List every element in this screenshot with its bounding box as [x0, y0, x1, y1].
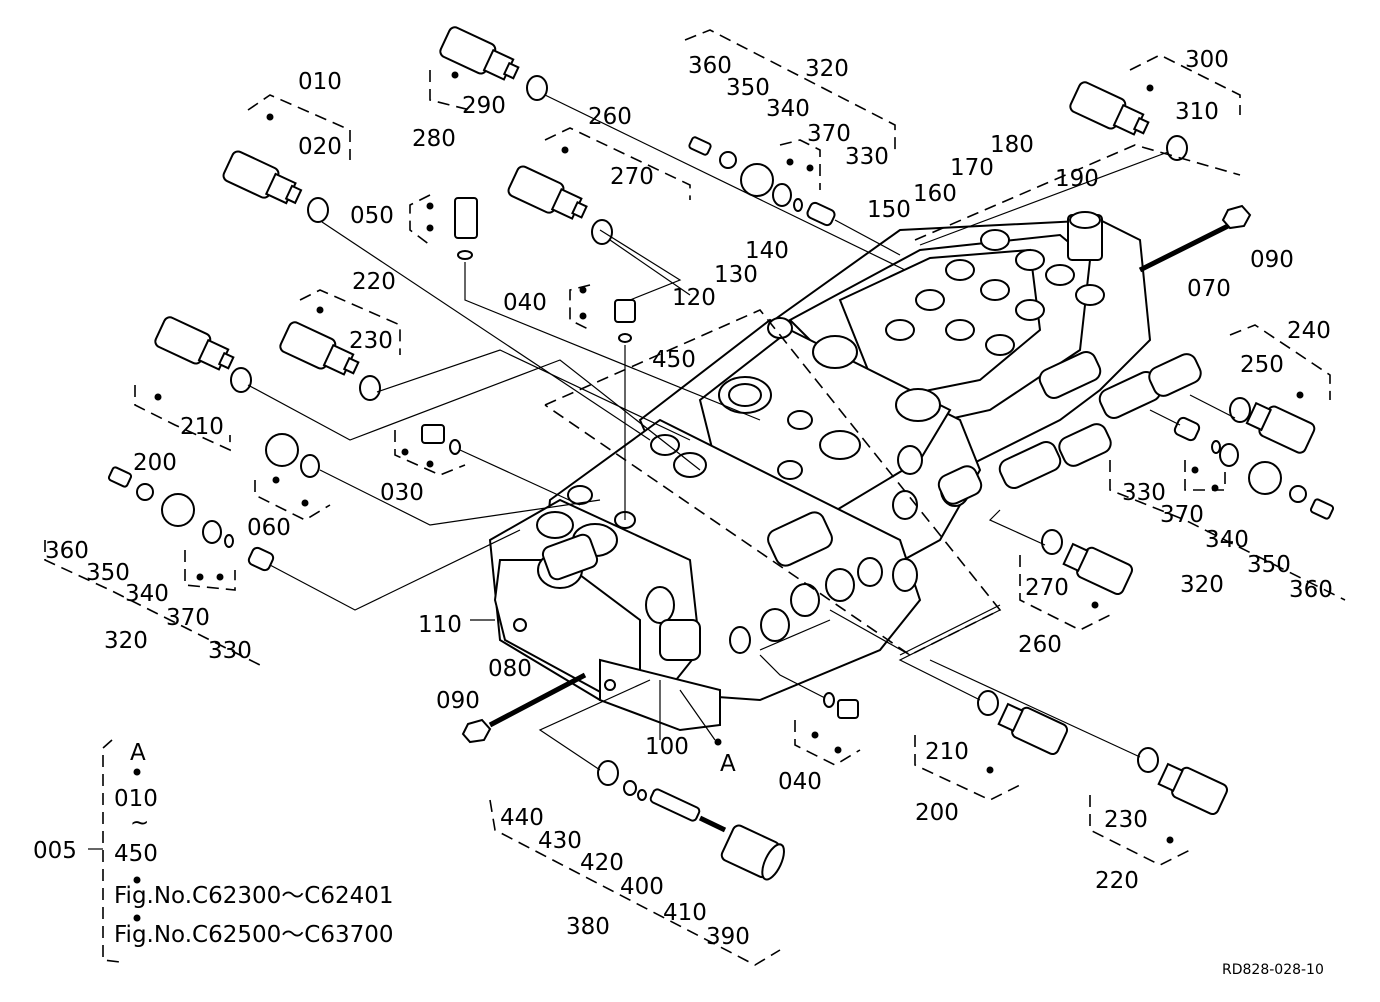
label-050: 050 — [350, 203, 394, 229]
label-070: 070 — [1187, 276, 1231, 302]
legend-from: 010 — [114, 786, 158, 812]
label-330: 330 — [845, 144, 889, 170]
label-090: 090 — [436, 688, 480, 714]
label-080: 080 — [488, 656, 532, 682]
label-290: 290 — [462, 93, 506, 119]
control-valve-body — [488, 211, 1202, 732]
label-350: 350 — [86, 560, 130, 586]
label-380: 380 — [566, 914, 610, 940]
legend-code: 005 — [33, 838, 77, 864]
label-170: 170 — [950, 155, 994, 181]
label-320: 320 — [805, 56, 849, 82]
label-140: 140 — [745, 238, 789, 264]
label-100: 100 — [645, 734, 689, 760]
leader-lines — [247, 94, 1236, 771]
label-420: 420 — [580, 850, 624, 876]
label-190: 190 — [1055, 166, 1099, 192]
group-brackets — [44, 29, 1346, 966]
label-310: 310 — [1175, 99, 1219, 125]
reference-code: RD828-028-10 — [1222, 962, 1324, 978]
label-220: 220 — [1095, 868, 1139, 894]
legend-tilde: ~ — [130, 810, 149, 836]
label-210: 210 — [925, 739, 969, 765]
label-360: 360 — [1289, 577, 1333, 603]
label-130: 130 — [714, 262, 758, 288]
label-090: 090 — [1250, 247, 1294, 273]
label-120: 120 — [672, 285, 716, 311]
label-330: 330 — [1122, 480, 1166, 506]
label-360: 360 — [45, 538, 89, 564]
label-360: 360 — [688, 53, 732, 79]
label-270: 270 — [610, 164, 654, 190]
label-390: 390 — [706, 924, 750, 950]
label-320: 320 — [1180, 572, 1224, 598]
label-450: 450 — [652, 347, 696, 373]
label-430: 430 — [538, 828, 582, 854]
label-200: 200 — [133, 450, 177, 476]
label-040: 040 — [503, 290, 547, 316]
label-410: 410 — [663, 900, 707, 926]
label-330: 330 — [208, 638, 252, 664]
part-labels: 010 020 280 290 260 270 050 040 450 120 … — [45, 47, 1333, 950]
label-010: 010 — [298, 69, 342, 95]
legend-line-a: A — [130, 740, 146, 766]
legend-fig-2: Fig.No.C62500～C63700 — [114, 922, 394, 948]
label-020: 020 — [298, 134, 342, 160]
label-350: 350 — [1247, 552, 1291, 578]
label-110: 110 — [418, 612, 462, 638]
marker-dots — [133, 71, 1304, 922]
label-260: 260 — [588, 104, 632, 130]
label-340: 340 — [766, 96, 810, 122]
label-180: 180 — [990, 132, 1034, 158]
label-350: 350 — [726, 75, 770, 101]
label-a: A — [720, 751, 736, 777]
label-240: 240 — [1287, 318, 1331, 344]
legend-to: 450 — [114, 841, 158, 867]
label-030: 030 — [380, 480, 424, 506]
label-340: 340 — [1205, 527, 1249, 553]
label-250: 250 — [1240, 352, 1284, 378]
label-440: 440 — [500, 805, 544, 831]
label-340: 340 — [125, 581, 169, 607]
label-370: 370 — [807, 121, 851, 147]
label-230: 230 — [349, 328, 393, 354]
legend-fig-1: Fig.No.C62300～C62401 — [114, 883, 394, 909]
loose-parts — [107, 26, 1335, 881]
label-280: 280 — [412, 126, 456, 152]
label-370: 370 — [166, 605, 210, 631]
label-300: 300 — [1185, 47, 1229, 73]
label-370: 370 — [1160, 502, 1204, 528]
label-320: 320 — [104, 628, 148, 654]
assembly-legend: 005 A 010 ~ 450 Fig.No.C62300～C62401 Fig… — [33, 739, 394, 963]
label-060: 060 — [247, 515, 291, 541]
label-200: 200 — [915, 800, 959, 826]
label-040: 040 — [778, 769, 822, 795]
label-260: 260 — [1018, 632, 1062, 658]
label-230: 230 — [1104, 807, 1148, 833]
label-160: 160 — [913, 181, 957, 207]
label-400: 400 — [620, 874, 664, 900]
label-210: 210 — [180, 414, 224, 440]
label-270: 270 — [1025, 575, 1069, 601]
label-220: 220 — [352, 269, 396, 295]
label-150: 150 — [867, 197, 911, 223]
